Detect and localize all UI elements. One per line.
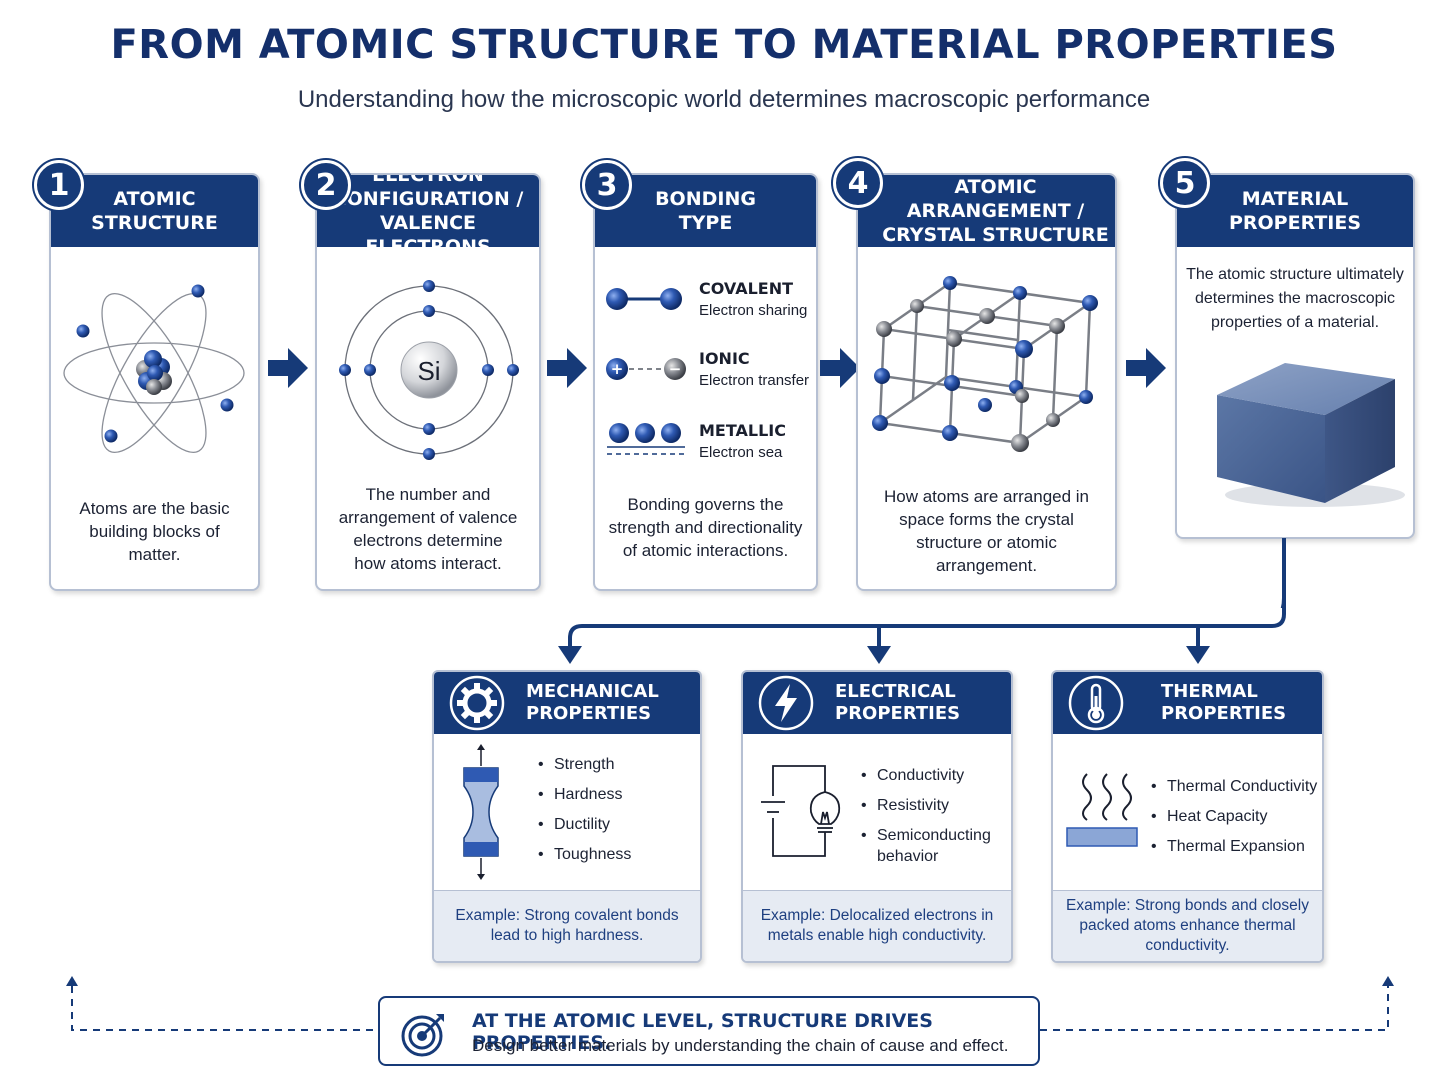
mechanical-title: MECHANICAL PROPERTIES — [526, 681, 659, 724]
target-icon — [401, 1014, 444, 1057]
mechanical-header: MECHANICAL PROPERTIES — [434, 672, 700, 734]
electrical-example: Example: Delocalized electrons in metals… — [743, 890, 1011, 961]
step-1-title: ATOMIC STRUCTURE — [91, 188, 218, 234]
silicon-symbol: Si — [417, 356, 440, 386]
step-2-header: ELECTRON CONFIGURATION / VALENCE ELECTRO… — [317, 175, 539, 258]
svg-text:+: + — [611, 360, 624, 378]
thermometer-icon — [1068, 675, 1124, 731]
list-item: Thermal Expansion — [1151, 836, 1317, 857]
atom-model-icon — [63, 284, 245, 454]
arrow-right-icon — [547, 348, 587, 388]
gear-icon — [449, 675, 505, 731]
step-1-description: Atoms are the basic building blocks of m… — [79, 499, 230, 564]
metallic-detail: Electron sea — [699, 444, 783, 461]
list-item: Thermal Conductivity — [1151, 776, 1317, 797]
mechanical-list: Strength Hardness Ductility Toughness — [538, 754, 631, 874]
list-item: Semiconducting behavior — [861, 825, 1007, 867]
branch-connector-lines — [558, 538, 1286, 664]
mechanical-example: Example: Strong covalent bonds lead to h… — [434, 890, 700, 961]
thermal-example: Example: Strong bonds and closely packed… — [1053, 890, 1322, 961]
step-4-title: ATOMIC ARRANGEMENT / CRYSTAL STRUCTURE — [882, 176, 1109, 246]
step-5-title: MATERIAL PROPERTIES — [1228, 188, 1362, 234]
circuit-bulb-icon — [761, 765, 841, 857]
step-4-badge: 4 — [833, 158, 883, 208]
step-4-description: How atoms are arranged in space forms th… — [883, 487, 1090, 575]
lightning-icon — [758, 675, 814, 731]
silicon-atom-icon: Si — [339, 280, 519, 460]
metallic-bond-icon — [607, 423, 685, 455]
electrical-properties-card: ELECTRICAL PROPERTIES Conductivity Resis… — [741, 670, 1013, 963]
arrow-right-icon — [268, 348, 308, 388]
step-electron-configuration: ELECTRON CONFIGURATION / VALENCE ELECTRO… — [315, 173, 541, 591]
step-2-title: ELECTRON CONFIGURATION / VALENCE ELECTRO… — [332, 173, 524, 258]
arrow-right-icon — [820, 348, 860, 388]
tensile-specimen-icon — [463, 744, 499, 880]
ionic-bond-icon: + − — [606, 358, 686, 380]
svg-text:−: − — [669, 360, 682, 378]
ionic-detail: Electron transfer — [699, 372, 810, 389]
list-item: Toughness — [538, 844, 631, 865]
thermal-title: THERMAL PROPERTIES — [1161, 681, 1287, 724]
step-2-badge: 2 — [301, 160, 351, 210]
ionic-label: IONIC — [699, 349, 750, 368]
step-1-header: ATOMIC STRUCTURE — [51, 175, 258, 247]
page-subtitle: Understanding how the microscopic world … — [297, 86, 1151, 113]
list-item: Conductivity — [861, 765, 1007, 786]
electrical-title: ELECTRICAL PROPERTIES — [835, 681, 961, 724]
list-item: Hardness — [538, 784, 631, 805]
metallic-label: METALLIC — [699, 421, 786, 440]
covalent-label: COVALENT — [699, 279, 794, 298]
list-item: Resistivity — [861, 795, 1007, 816]
thermal-list: Thermal Conductivity Heat Capacity Therm… — [1151, 776, 1317, 866]
step-3-title: BONDING TYPE — [655, 188, 756, 234]
covalent-detail: Electron sharing — [699, 302, 808, 319]
ionic-label-group: IONIC Electron transfer — [699, 349, 809, 389]
page-title: FROM ATOMIC STRUCTURE TO MATERIAL PROPER… — [110, 22, 1338, 68]
footer-callout: AT THE ATOMIC LEVEL, STRUCTURE DRIVES PR… — [378, 996, 1040, 1066]
list-item: Heat Capacity — [1151, 806, 1317, 827]
thermal-header: THERMAL PROPERTIES — [1053, 672, 1322, 734]
feedback-loop-connector — [66, 976, 1394, 1031]
step-bonding-type: BONDING TYPE COVALENT Electron sharing +… — [593, 173, 818, 591]
electrical-header: ELECTRICAL PROPERTIES — [743, 672, 1011, 734]
step-5-header: MATERIAL PROPERTIES — [1177, 175, 1413, 247]
crystal-lattice-icon — [872, 276, 1098, 452]
step-3-badge: 3 — [582, 160, 632, 210]
covalent-label-group: COVALENT Electron sharing — [699, 279, 807, 319]
step-4-header: ATOMIC ARRANGEMENT / CRYSTAL STRUCTURE — [858, 175, 1115, 247]
list-item: Ductility — [538, 814, 631, 835]
step-1-badge: 1 — [34, 160, 84, 210]
step-3-description: Bonding governs the strength and directi… — [608, 495, 803, 560]
step-crystal-structure: ATOMIC ARRANGEMENT / CRYSTAL STRUCTURE — [856, 173, 1117, 591]
step-5-description: The atomic structure ultimately determin… — [1186, 266, 1404, 331]
mechanical-properties-card: MECHANICAL PROPERTIES Strength Hardness … — [432, 670, 702, 963]
covalent-bond-icon — [606, 288, 682, 310]
step-2-description: The number and arrangement of valence el… — [338, 485, 518, 573]
arrow-right-icon — [1126, 348, 1166, 388]
material-block-icon — [1217, 363, 1405, 507]
metallic-label-group: METALLIC Electron sea — [699, 421, 786, 461]
step-atomic-structure: ATOMIC STRUCTURE Atoms are the basic bui… — [49, 173, 260, 591]
footer-headline: AT THE ATOMIC LEVEL, STRUCTURE DRIVES PR… — [472, 1010, 933, 1054]
step-material-properties: MATERIAL PROPERTIES The atomic structure… — [1175, 173, 1415, 539]
list-item: Strength — [538, 754, 631, 775]
thermal-properties-card: THERMAL PROPERTIES Thermal Conductivity … — [1051, 670, 1324, 963]
electrical-list: Conductivity Resistivity Semiconducting … — [861, 765, 1007, 876]
heat-waves-icon — [1066, 773, 1138, 847]
step-5-badge: 5 — [1160, 158, 1210, 208]
footer-subline: Design better materials by understanding… — [472, 1036, 1009, 1055]
